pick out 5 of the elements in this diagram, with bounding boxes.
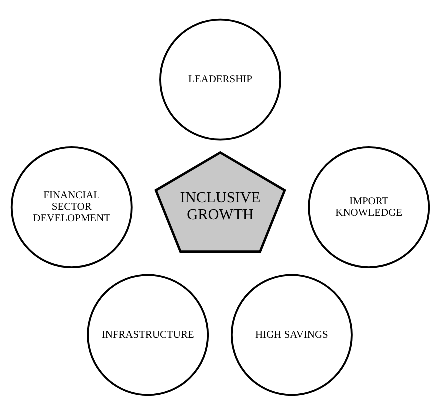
node-circle: INFRASTRUCTURE xyxy=(87,274,210,396)
node-circle: LEADERSHIP xyxy=(160,18,282,141)
node-circle: FINANCIAL SECTOR DEVELOPMENT xyxy=(10,146,133,268)
node-circle: IMPORT KNOWLEDGE xyxy=(308,146,430,268)
node-circle: HIGH SAVINGS xyxy=(230,274,353,396)
